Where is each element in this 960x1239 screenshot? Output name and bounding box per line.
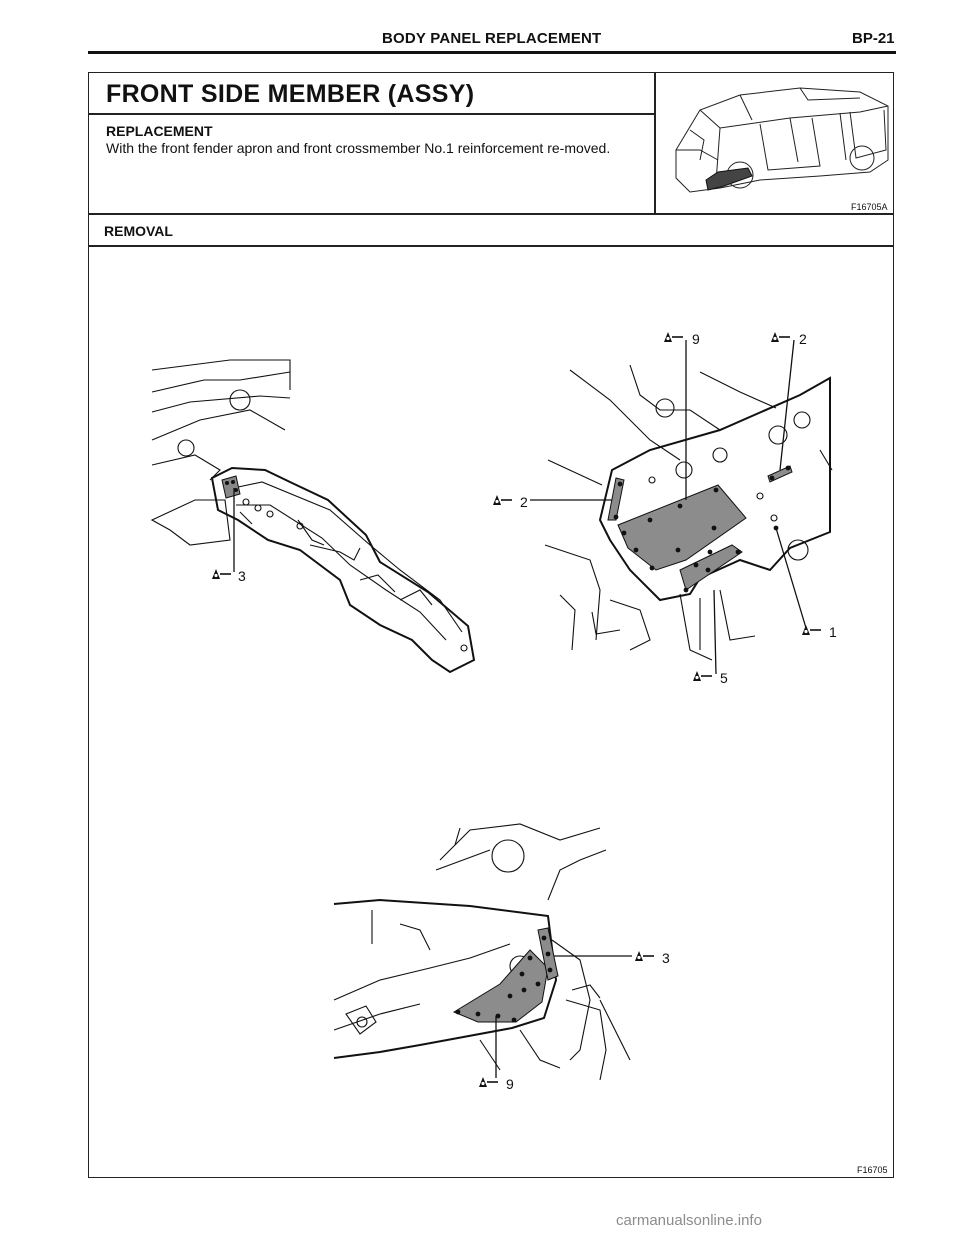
weld-zone-5 xyxy=(679,544,743,591)
callout-left-3: 3 xyxy=(238,568,246,584)
intro-divider xyxy=(88,213,894,215)
callout-right-1: 1 xyxy=(829,624,837,640)
page-number: BP-21 xyxy=(852,30,895,47)
vehicle-body-thumbnail xyxy=(675,87,889,193)
side-member-right-view xyxy=(544,364,833,661)
header-title: BODY PANEL REPLACEMENT xyxy=(382,30,602,47)
callout-mid-2: 2 xyxy=(520,494,528,510)
watermark: carmanualsonline.info xyxy=(616,1212,762,1229)
callout-top-9: 9 xyxy=(692,331,700,347)
callout-top-2: 2 xyxy=(799,331,807,347)
replacement-text: With the front fender apron and front cr… xyxy=(106,140,611,156)
header-rule xyxy=(88,51,896,54)
section-title: FRONT SIDE MEMBER (ASSY) xyxy=(106,80,475,108)
callout-lower-9: 9 xyxy=(506,1076,514,1092)
thumbnail-divider xyxy=(654,72,656,214)
weld-zone-large xyxy=(617,484,747,571)
callout-lower-3: 3 xyxy=(662,950,670,966)
removal-heading: REMOVAL xyxy=(104,223,173,239)
side-member-left-view xyxy=(150,359,476,674)
weld-zone-left xyxy=(221,475,241,499)
side-member-lower-view xyxy=(333,823,631,1081)
removal-figure-code: F16705 xyxy=(857,1165,888,1175)
side-member-highlight xyxy=(705,167,753,191)
removal-divider xyxy=(88,245,894,247)
callout-bottom-5: 5 xyxy=(720,670,728,686)
content-frame xyxy=(88,72,894,1178)
weld-zone-lower-9 xyxy=(452,949,549,1023)
title-divider xyxy=(88,113,655,115)
thumbnail-figure-code: F16705A xyxy=(851,202,888,212)
weld-zone-mid-2 xyxy=(607,477,625,521)
replacement-heading: REPLACEMENT xyxy=(106,123,213,139)
